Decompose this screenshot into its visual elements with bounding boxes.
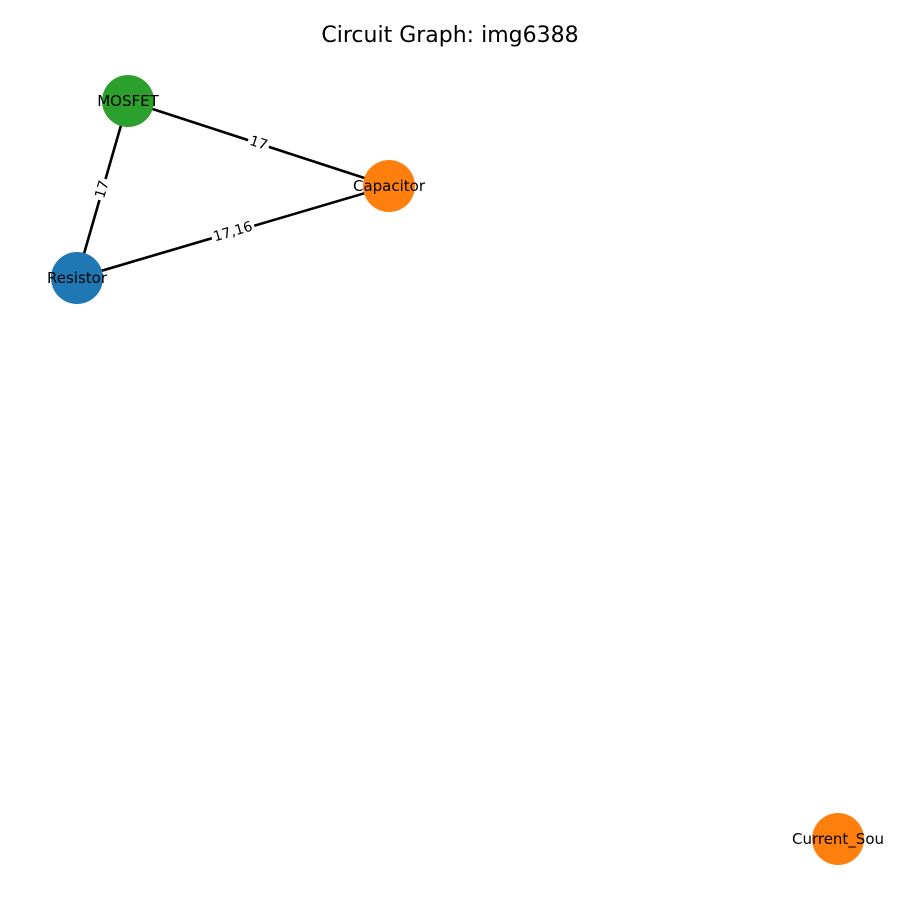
edge-label-group: 17 bbox=[90, 176, 115, 203]
edge-label: 17 bbox=[248, 133, 270, 154]
edge-label-background bbox=[245, 131, 272, 156]
edge-label-group: 17 bbox=[245, 131, 272, 156]
node-resistor bbox=[51, 252, 103, 304]
edge-label-background bbox=[209, 217, 257, 247]
graph-title: Circuit Graph: img6388 bbox=[321, 23, 578, 48]
node-label-current_source: Current_Sou bbox=[792, 830, 884, 849]
node-mosfet bbox=[102, 75, 154, 127]
node-capacitor bbox=[363, 160, 415, 212]
edge-label-group: 17,16 bbox=[209, 217, 257, 247]
edge-labels-layer: 17 17 17,16 bbox=[90, 131, 272, 247]
node-current_source bbox=[812, 813, 864, 865]
edges-layer bbox=[75, 99, 390, 280]
edge-label: 17 bbox=[92, 179, 112, 201]
edge-label-background bbox=[90, 176, 115, 203]
node-label-resistor: Resistor bbox=[47, 269, 108, 287]
node-label-mosfet: MOSFET bbox=[97, 92, 159, 110]
node-label-capacitor: Capacitor bbox=[353, 177, 426, 195]
